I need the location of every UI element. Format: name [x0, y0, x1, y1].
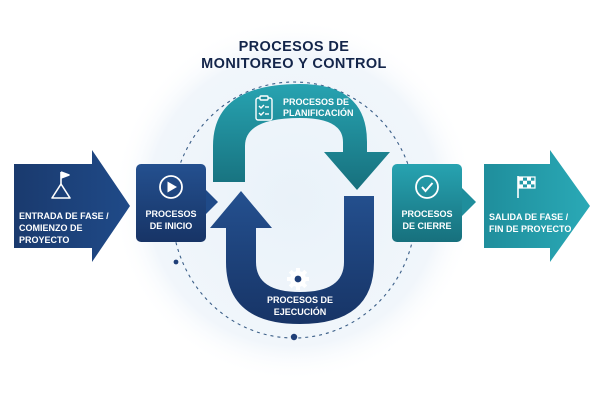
entrada-arrow [14, 150, 130, 262]
node-salida: SALIDA DE FASE / FIN DE PROYECTO [484, 150, 590, 262]
loop-dot-left [173, 259, 179, 265]
node-inicio: PROCESOS DE INICIO [136, 164, 218, 242]
ejecucion-u-arrow [210, 191, 374, 324]
salida-label-2: FIN DE PROYECTO [489, 224, 571, 234]
cierre-label-1: PROCESOS [401, 209, 452, 219]
checkered-flag-icon [517, 176, 536, 198]
cierre-connector-arrow [458, 184, 476, 220]
inicio-label-2: DE INICIO [150, 221, 193, 231]
ejecucion-label-2: EJECUCIÓN [274, 306, 327, 317]
node-planificacion: PROCESOS DE PLANIFICACIÓN [213, 84, 390, 190]
inicio-label-1: PROCESOS [145, 209, 196, 219]
cierre-label-2: DE CIERRE [402, 221, 451, 231]
play-icon [159, 175, 183, 199]
salida-label-1: SALIDA DE FASE / [489, 212, 569, 222]
planificacion-label-1: PROCESOS DE [283, 97, 349, 107]
background-glow [112, 18, 476, 382]
planificacion-label-2: PLANIFICACIÓN [283, 107, 354, 118]
entrada-label-3: PROYECTO [19, 235, 69, 245]
inicio-box [136, 164, 206, 242]
node-entrada: ENTRADA DE FASE / COMIENZO DE PROYECTO [14, 150, 130, 262]
flag-icon [51, 171, 71, 199]
check-circle-icon [415, 175, 439, 199]
title-line-2: MONITOREO Y CONTROL [201, 56, 387, 72]
entrada-label-2: COMIENZO DE [19, 223, 83, 233]
title-line-1: PROCESOS DE [239, 39, 350, 55]
cierre-box [392, 164, 462, 242]
gear-icon [287, 268, 309, 290]
salida-arrow [484, 150, 590, 262]
loop-dot-bottom [290, 333, 298, 341]
entrada-label-1: ENTRADA DE FASE / [19, 211, 109, 221]
ejecucion-label-1: PROCESOS DE [267, 295, 333, 305]
node-cierre: PROCESOS DE CIERRE [392, 164, 476, 242]
clipboard-checklist-icon [255, 95, 273, 121]
planificacion-u-arrow [213, 84, 390, 190]
node-ejecucion: PROCESOS DE EJECUCIÓN [210, 191, 374, 324]
